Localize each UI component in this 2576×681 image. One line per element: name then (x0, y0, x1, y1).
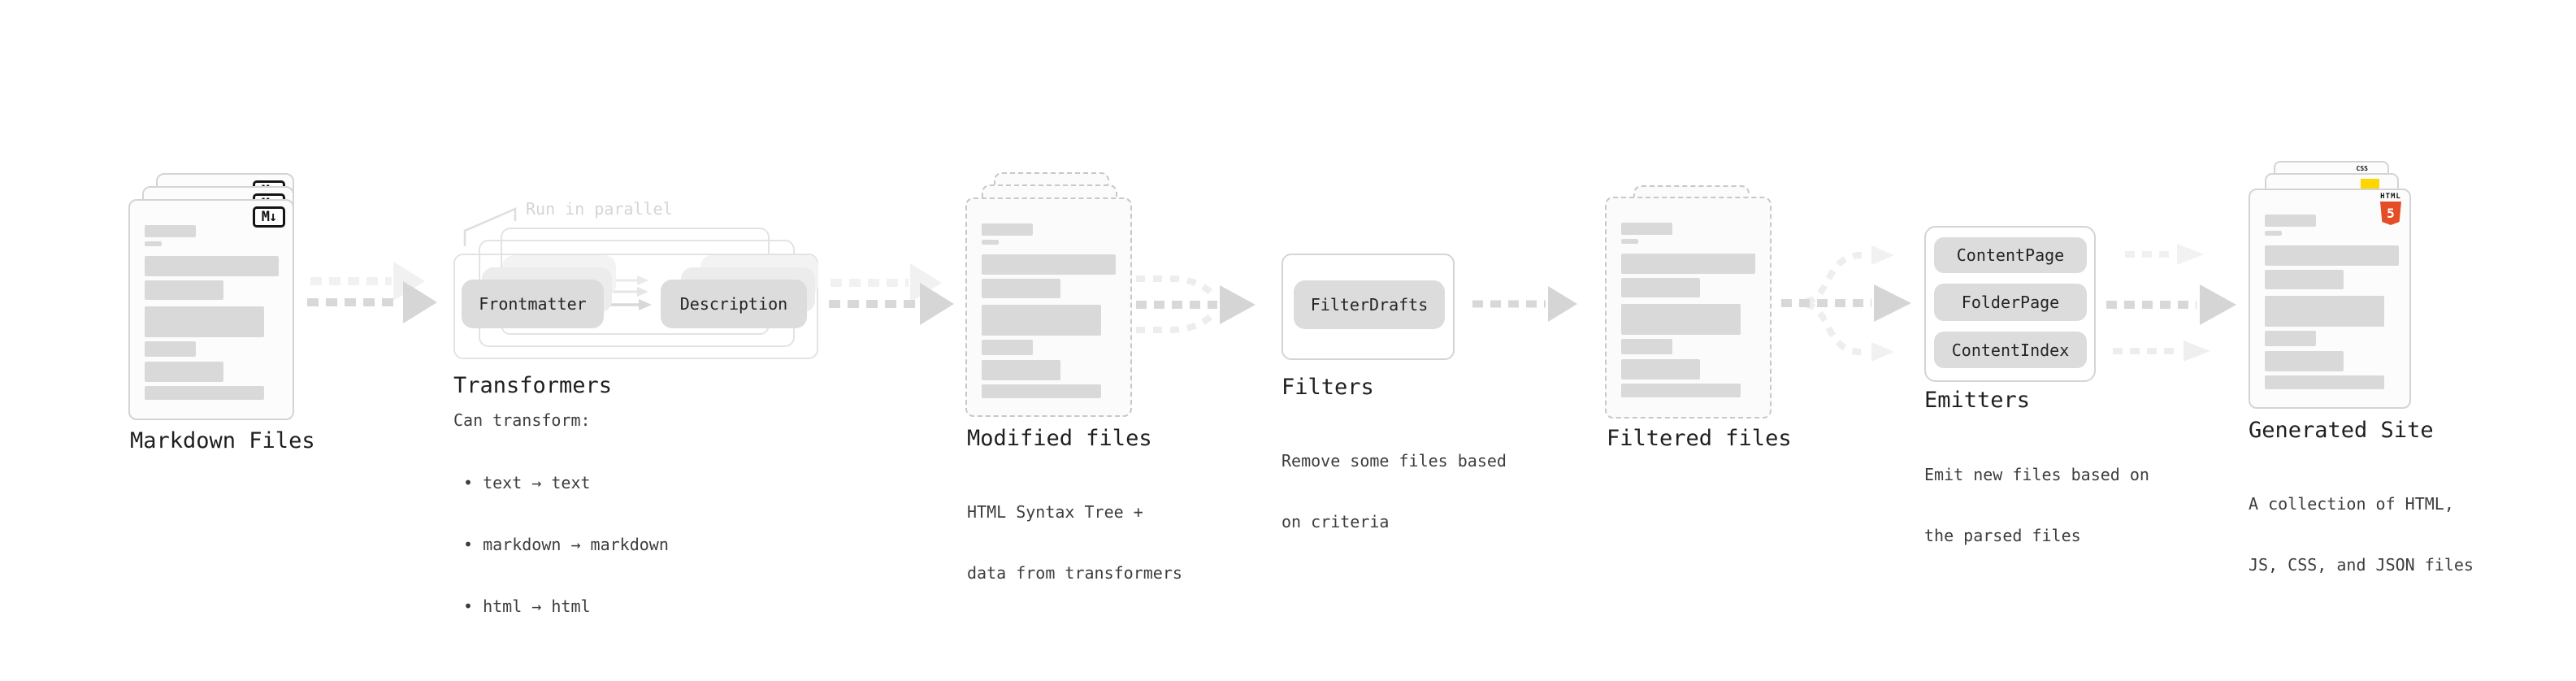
subtitle-line: on criteria (1281, 512, 1390, 531)
placeholder-bar (145, 256, 279, 276)
arrow-filtered-to-emitters (1781, 245, 1911, 362)
transformers-heading: Can transform: (453, 410, 591, 430)
modified-files-subtitle: HTML Syntax Tree + data from transformer… (967, 462, 1182, 624)
html5-logo-shield: 5 (2380, 202, 2401, 225)
placeholder-bar (2265, 215, 2316, 227)
placeholder-bar (1621, 278, 1700, 297)
stage-title-transformers: Transformers (453, 373, 613, 398)
html5-logo-word: HTML (2380, 193, 2401, 201)
placeholder-bar (1621, 223, 1672, 235)
placeholder-bar (145, 225, 196, 237)
placeholder-bar (2265, 270, 2344, 289)
placeholder-bar (982, 279, 1060, 298)
placeholder-bar (1621, 339, 1672, 354)
placeholder-bar (982, 384, 1101, 398)
placeholder-bar (1621, 384, 1741, 397)
subtitle-line: Remove some files based (1281, 451, 1507, 471)
placeholder-bar (2265, 296, 2384, 327)
filters-subtitle: Remove some files based on criteria (1281, 410, 1507, 573)
stage-title-markdown-files: Markdown Files (130, 428, 315, 453)
placeholder-bar (145, 280, 223, 300)
placeholder-bar (2265, 331, 2316, 346)
placeholder-bar (1621, 304, 1741, 335)
placeholder-bar (1621, 359, 1700, 380)
arrow-emitters-to-generated (2106, 244, 2236, 362)
placeholder-bar (2265, 375, 2384, 389)
placeholder-bar (2265, 231, 2282, 236)
stage-title-filters: Filters (1281, 375, 1374, 400)
arrow-filters-to-filtered (1472, 286, 1577, 322)
emitter-pill-contentpage: ContentPage (1934, 237, 2087, 273)
transformers-bullet-list: • text → text • markdown → markdown • ht… (463, 432, 669, 657)
stage-title-filtered-files: Filtered files (1607, 426, 1792, 451)
placeholder-bar (145, 241, 162, 246)
run-in-parallel-leader-line (463, 207, 517, 246)
placeholder-bar (982, 223, 1033, 236)
generated-site-subtitle: A collection of HTML, JS, CSS, and JSON … (2249, 453, 2474, 616)
stage-title-generated-site: Generated Site (2249, 418, 2434, 443)
run-in-parallel-note: Run in parallel (526, 199, 673, 219)
html5-logo-icon: HTML 5 (2379, 193, 2403, 225)
arrow-markdown-to-transformers (307, 262, 437, 323)
placeholder-bar (145, 341, 196, 357)
placeholder-bar (2265, 351, 2344, 371)
subtitle-line: Emit new files based on (1924, 465, 2149, 484)
placeholder-bar (982, 240, 999, 245)
filter-pill-filterdrafts: FilterDrafts (1294, 280, 1445, 329)
markdown-logo-icon: M↓ (253, 206, 285, 228)
placeholder-bar (145, 362, 223, 382)
placeholder-bar (982, 254, 1116, 275)
stage-title-modified-files: Modified files (967, 426, 1152, 451)
filtered-file-card-front (1605, 197, 1772, 419)
subtitle-line: HTML Syntax Tree + (967, 502, 1143, 522)
placeholder-bar (145, 306, 264, 337)
html5-logo-number: 5 (2387, 206, 2395, 221)
bullet-item: • markdown → markdown (463, 535, 669, 554)
subtitle-line: the parsed files (1924, 526, 2081, 545)
subtitle-line: data from transformers (967, 563, 1182, 583)
emitter-pill-folderpage: FolderPage (1934, 284, 2087, 321)
placeholder-bar (1621, 239, 1638, 244)
bullet-item: • html → html (463, 596, 591, 616)
subtitle-line: JS, CSS, and JSON files (2249, 555, 2474, 575)
transformer-run-box-front (453, 254, 818, 359)
placeholder-bar (1621, 254, 1755, 274)
arrow-modified-to-filters (1136, 275, 1255, 333)
emitters-subtitle: Emit new files based on the parsed files (1924, 424, 2149, 587)
placeholder-bar (982, 305, 1101, 336)
js-logo-icon (2361, 179, 2379, 189)
modified-file-card-front (965, 197, 1132, 417)
placeholder-bar (145, 386, 264, 400)
placeholder-bar (2265, 245, 2399, 266)
arrow-transformers-to-modified (829, 263, 954, 325)
markdown-file-card-front: M↓ (128, 199, 294, 420)
emitter-pill-contentindex: ContentIndex (1934, 332, 2087, 368)
transformer-pill-description: Description (661, 280, 807, 328)
subtitle-line: A collection of HTML, (2249, 494, 2454, 514)
bullet-item: • text → text (463, 473, 591, 492)
placeholder-bar (982, 360, 1060, 380)
transformer-pill-frontmatter: Frontmatter (462, 280, 604, 328)
stage-title-emitters: Emitters (1924, 388, 2031, 413)
generated-file-card-html: HTML 5 (2249, 189, 2411, 409)
placeholder-bar (982, 340, 1033, 355)
